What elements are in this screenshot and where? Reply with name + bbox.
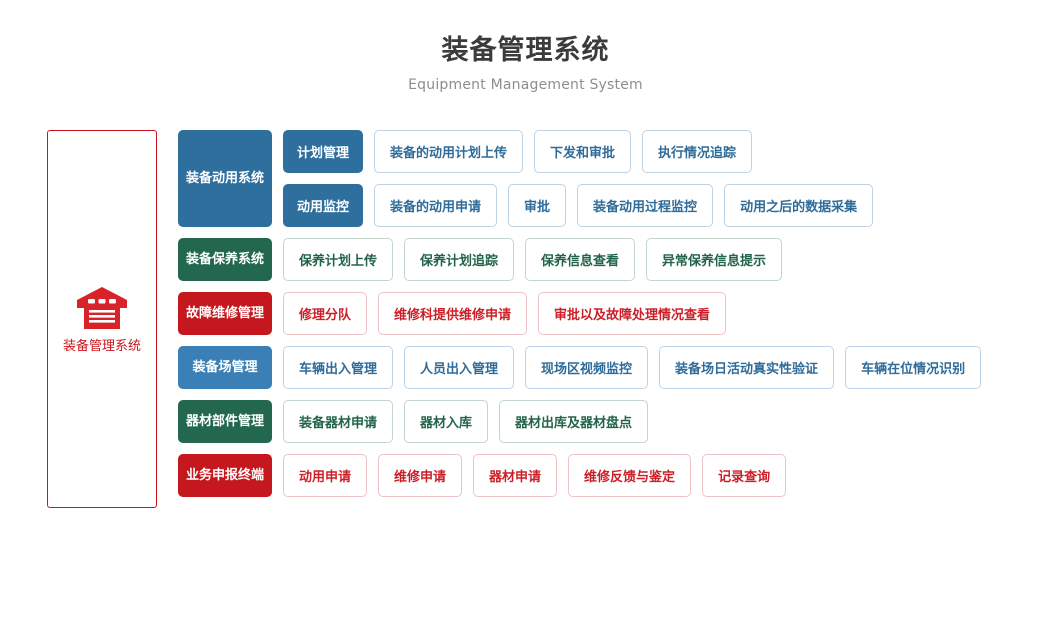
function-box[interactable]: 审批以及故障处理情况查看 (538, 292, 727, 335)
function-box[interactable]: 器材入库 (404, 400, 489, 443)
function-box[interactable]: 装备的动用申请 (374, 184, 498, 227)
category-box[interactable]: 装备场管理 (178, 346, 272, 389)
category-box[interactable]: 故障维修管理 (178, 292, 272, 335)
module-subrow: 装备器材申请器材入库器材出库及器材盘点 (283, 400, 649, 443)
module-row: 故障维修管理修理分队维修科提供维修申请审批以及故障处理情况查看 (178, 292, 981, 335)
function-box[interactable]: 装备器材申请 (283, 400, 394, 443)
function-box[interactable]: 维修反馈与鉴定 (568, 454, 692, 497)
function-box[interactable]: 审批 (508, 184, 567, 227)
page-header: 装备管理系统 Equipment Management System (0, 34, 1051, 96)
module-row: 装备场管理车辆出入管理人员出入管理现场区视频监控装备场日活动真实性验证车辆在位情… (178, 346, 982, 389)
module-subrow: 修理分队维修科提供维修申请审批以及故障处理情况查看 (283, 292, 727, 335)
function-box[interactable]: 车辆在位情况识别 (845, 346, 982, 389)
function-box[interactable]: 现场区视频监控 (525, 346, 649, 389)
row-body: 计划管理装备的动用计划上传下发和审批执行情况追踪动用监控装备的动用申请审批装备动… (283, 130, 874, 227)
module-row: 装备保养系统保养计划上传保养计划追踪保养信息查看异常保养信息提示 (178, 238, 981, 281)
module-row: 装备动用系统计划管理装备的动用计划上传下发和审批执行情况追踪动用监控装备的动用申… (178, 130, 981, 227)
category-box[interactable]: 装备动用系统 (178, 130, 272, 227)
function-box[interactable]: 车辆出入管理 (283, 346, 394, 389)
function-box[interactable]: 装备动用过程监控 (577, 184, 714, 227)
function-box[interactable]: 修理分队 (283, 292, 368, 335)
category-box[interactable]: 器材部件管理 (178, 400, 272, 443)
function-box[interactable]: 执行情况追踪 (642, 130, 753, 173)
function-box[interactable]: 维修申请 (378, 454, 463, 497)
row-body: 装备器材申请器材入库器材出库及器材盘点 (283, 400, 649, 443)
row-body: 保养计划上传保养计划追踪保养信息查看异常保养信息提示 (283, 238, 783, 281)
module-subrow: 保养计划上传保养计划追踪保养信息查看异常保养信息提示 (283, 238, 783, 281)
function-box[interactable]: 人员出入管理 (404, 346, 515, 389)
function-box[interactable]: 器材申请 (473, 454, 558, 497)
system-root-label: 装备管理系统 (62, 338, 141, 354)
module-subrow: 计划管理装备的动用计划上传下发和审批执行情况追踪 (283, 130, 873, 173)
function-box[interactable]: 维修科提供维修申请 (378, 292, 528, 335)
architecture-board: 装备管理系统 装备动用系统计划管理装备的动用计划上传下发和审批执行情况追踪动用监… (47, 130, 1007, 508)
page-subtitle: Equipment Management System (408, 77, 643, 93)
subcategory-box[interactable]: 动用监控 (283, 184, 364, 227)
function-box[interactable]: 动用之后的数据采集 (724, 184, 874, 227)
function-box[interactable]: 装备场日活动真实性验证 (659, 346, 835, 389)
row-body: 动用申请维修申请器材申请维修反馈与鉴定记录查询 (283, 454, 787, 497)
system-root-panel[interactable]: 装备管理系统 (47, 130, 157, 508)
function-box[interactable]: 装备的动用计划上传 (374, 130, 524, 173)
subcategory-box[interactable]: 计划管理 (283, 130, 364, 173)
function-box[interactable]: 下发和审批 (534, 130, 632, 173)
module-subrow: 动用监控装备的动用申请审批装备动用过程监控动用之后的数据采集 (283, 184, 874, 227)
row-body: 车辆出入管理人员出入管理现场区视频监控装备场日活动真实性验证车辆在位情况识别 (283, 346, 982, 389)
module-subrow: 车辆出入管理人员出入管理现场区视频监控装备场日活动真实性验证车辆在位情况识别 (283, 346, 982, 389)
function-box[interactable]: 异常保养信息提示 (646, 238, 783, 281)
function-box[interactable]: 保养计划上传 (283, 238, 394, 281)
module-row: 器材部件管理装备器材申请器材入库器材出库及器材盘点 (178, 400, 981, 443)
category-box[interactable]: 业务申报终端 (178, 454, 272, 497)
function-box[interactable]: 保养信息查看 (525, 238, 636, 281)
category-box[interactable]: 装备保养系统 (178, 238, 272, 281)
row-body: 修理分队维修科提供维修申请审批以及故障处理情况查看 (283, 292, 727, 335)
function-box[interactable]: 保养计划追踪 (404, 238, 515, 281)
function-box[interactable]: 记录查询 (702, 454, 787, 497)
warehouse-icon (74, 284, 130, 332)
module-subrow: 动用申请维修申请器材申请维修反馈与鉴定记录查询 (283, 454, 787, 497)
module-rows: 装备动用系统计划管理装备的动用计划上传下发和审批执行情况追踪动用监控装备的动用申… (178, 130, 982, 497)
function-box[interactable]: 器材出库及器材盘点 (499, 400, 649, 443)
function-box[interactable]: 动用申请 (283, 454, 368, 497)
page-title: 装备管理系统 (441, 35, 610, 66)
module-row: 业务申报终端动用申请维修申请器材申请维修反馈与鉴定记录查询 (178, 454, 981, 497)
